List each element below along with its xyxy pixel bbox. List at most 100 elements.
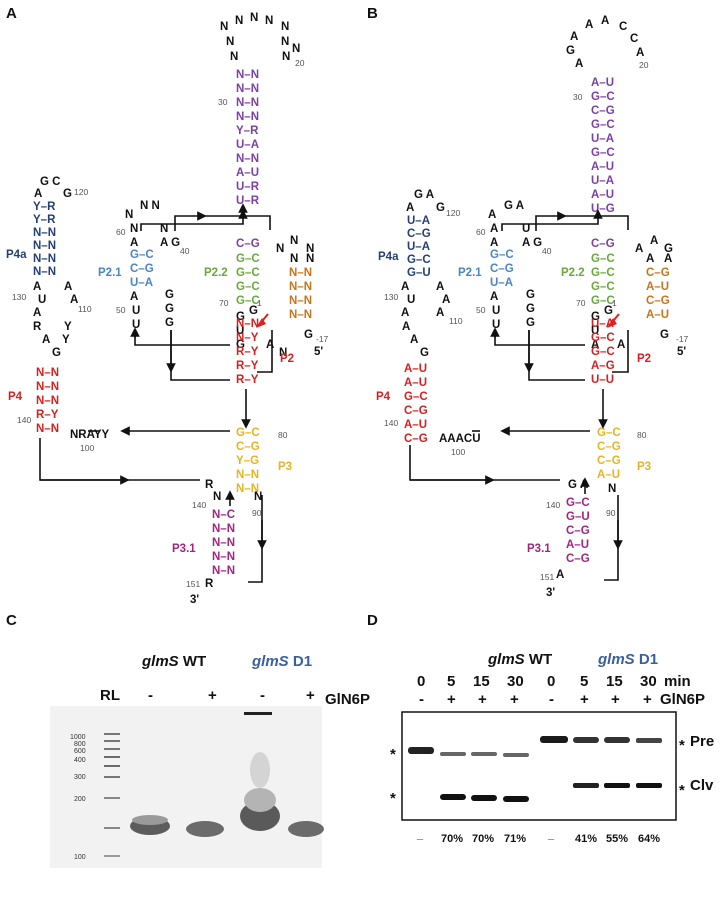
svg-text:G A: G A [414,189,434,201]
svg-text:N–N: N–N [212,551,235,563]
three-prime-end-a: 3' [190,594,199,606]
gel-c-image [50,706,322,868]
svg-text:A: A [33,281,41,293]
svg-text:G: G [165,303,174,315]
svg-text:30: 30 [640,673,657,690]
svg-text:R: R [205,578,214,590]
gel-d-star-pre-left: * [390,746,396,763]
svg-text:G: G [568,479,577,491]
svg-text:G: G [660,329,669,341]
panel-b-p3-1: G–C G–U C–G A–U C–G [566,497,590,565]
svg-text:A–U: A–U [591,189,614,201]
svg-text:R–Y: R–Y [236,346,259,358]
svg-text:A: A [650,235,658,247]
svg-text:G–C: G–C [591,332,615,344]
panel-b-top-loop: A A C C A G A A [566,15,644,70]
svg-text:N–N: N–N [36,395,59,407]
svg-text:U–A: U–A [490,277,513,289]
svg-text:G: G [664,243,673,255]
svg-text:140: 140 [192,500,206,510]
svg-text:glmS D1: glmS D1 [597,651,658,668]
svg-text:A–U: A–U [236,167,259,179]
svg-text:C–G: C–G [566,553,590,565]
nt-num-130: 130 [12,292,26,302]
svg-text:A: A [617,339,625,351]
panel-a-p2-1: G–C C–G U–A [130,249,154,289]
svg-text:N–N: N–N [212,565,235,577]
svg-text:A–U: A–U [404,363,427,375]
svg-text:A: A [70,294,78,306]
nt-num-minus-17: -17 [316,334,329,344]
panel-b-p2-1: G–C C–G U–A [490,249,514,289]
svg-text:Y–R: Y–R [33,201,56,213]
svg-text:A: A [130,237,138,249]
svg-text:A: A [575,58,583,70]
svg-text:A–U: A–U [646,281,669,293]
svg-text:G: G [236,311,245,323]
panel-b-connectors [409,209,629,581]
svg-text:1000: 1000 [70,734,86,741]
svg-text:A–U: A–U [591,161,614,173]
svg-text:N: N [306,253,314,265]
panel-a-p1-stem: N–N N–N N–N N–N Y–R U–A N–N A–U U–R U–R … [236,69,260,250]
sequence-aaacu: AAACU [439,433,481,445]
svg-text:A: A [33,307,41,319]
svg-text:300: 300 [74,774,86,781]
svg-text:A: A [636,47,644,59]
svg-text:Y–R: Y–R [33,214,56,226]
svg-text:N–N: N–N [33,240,56,252]
svg-text:U: U [132,319,140,331]
svg-text:G: G [526,303,535,315]
svg-text:A: A [406,202,414,214]
svg-text:G: G [52,347,61,359]
svg-text:A: A [442,294,450,306]
svg-text:15: 15 [473,673,490,690]
gel-c-title-d1: D1 [289,653,312,670]
svg-text:G–C: G–C [597,427,621,439]
gel-d-image [401,711,677,821]
svg-text:A: A [401,307,409,319]
gel-d-title-wt: WT [525,651,553,668]
gel-c-glc-label: GlN6P [325,691,370,708]
svg-text:N–N: N–N [236,153,259,165]
svg-text:glmS WT: glmS WT [141,653,206,670]
svg-text:A: A [646,253,654,265]
panel-label-a: A [6,5,17,22]
svg-text:C–G: C–G [597,455,621,467]
nt-num-120: 120 [74,187,88,197]
svg-text:A: A [410,334,418,346]
svg-text:151: 151 [540,572,554,582]
helix-label-p2-2: P2.2 [204,267,228,279]
svg-text:U: U [132,305,140,317]
svg-text:A: A [635,243,643,255]
svg-text:A: A [585,19,593,31]
svg-text:-: - [549,691,554,708]
svg-text:U–A: U–A [591,175,614,187]
svg-text:70%: 70% [472,833,494,845]
svg-text:G–C: G–C [591,281,615,293]
svg-text:A–U: A–U [404,377,427,389]
svg-text:A: A [556,569,564,581]
svg-text:G–C: G–C [236,295,260,307]
svg-text:+: + [510,691,519,708]
svg-text:C–G: C–G [236,238,260,250]
svg-text:A: A [490,291,498,303]
svg-text:+: + [447,691,456,708]
svg-text:C–G: C–G [566,525,590,537]
svg-text:A: A [490,237,498,249]
svg-text:G–C: G–C [591,295,615,307]
svg-text:N–N: N–N [289,309,312,321]
panel-a-p2-2: G–C G–C G–C G–C [236,253,260,307]
svg-text:N–N: N–N [33,253,56,265]
svg-text:110: 110 [449,316,463,326]
nt-num-100: 100 [80,443,94,453]
svg-text:U–A: U–A [407,241,430,253]
svg-text:G–C: G–C [591,147,615,159]
nt-num-140: 140 [17,415,31,425]
svg-text:N: N [290,235,298,247]
svg-text:N–N: N–N [236,469,259,481]
svg-text:Y: Y [62,334,70,346]
svg-text:C–G: C–G [404,433,428,445]
svg-text:N–N: N–N [36,423,59,435]
